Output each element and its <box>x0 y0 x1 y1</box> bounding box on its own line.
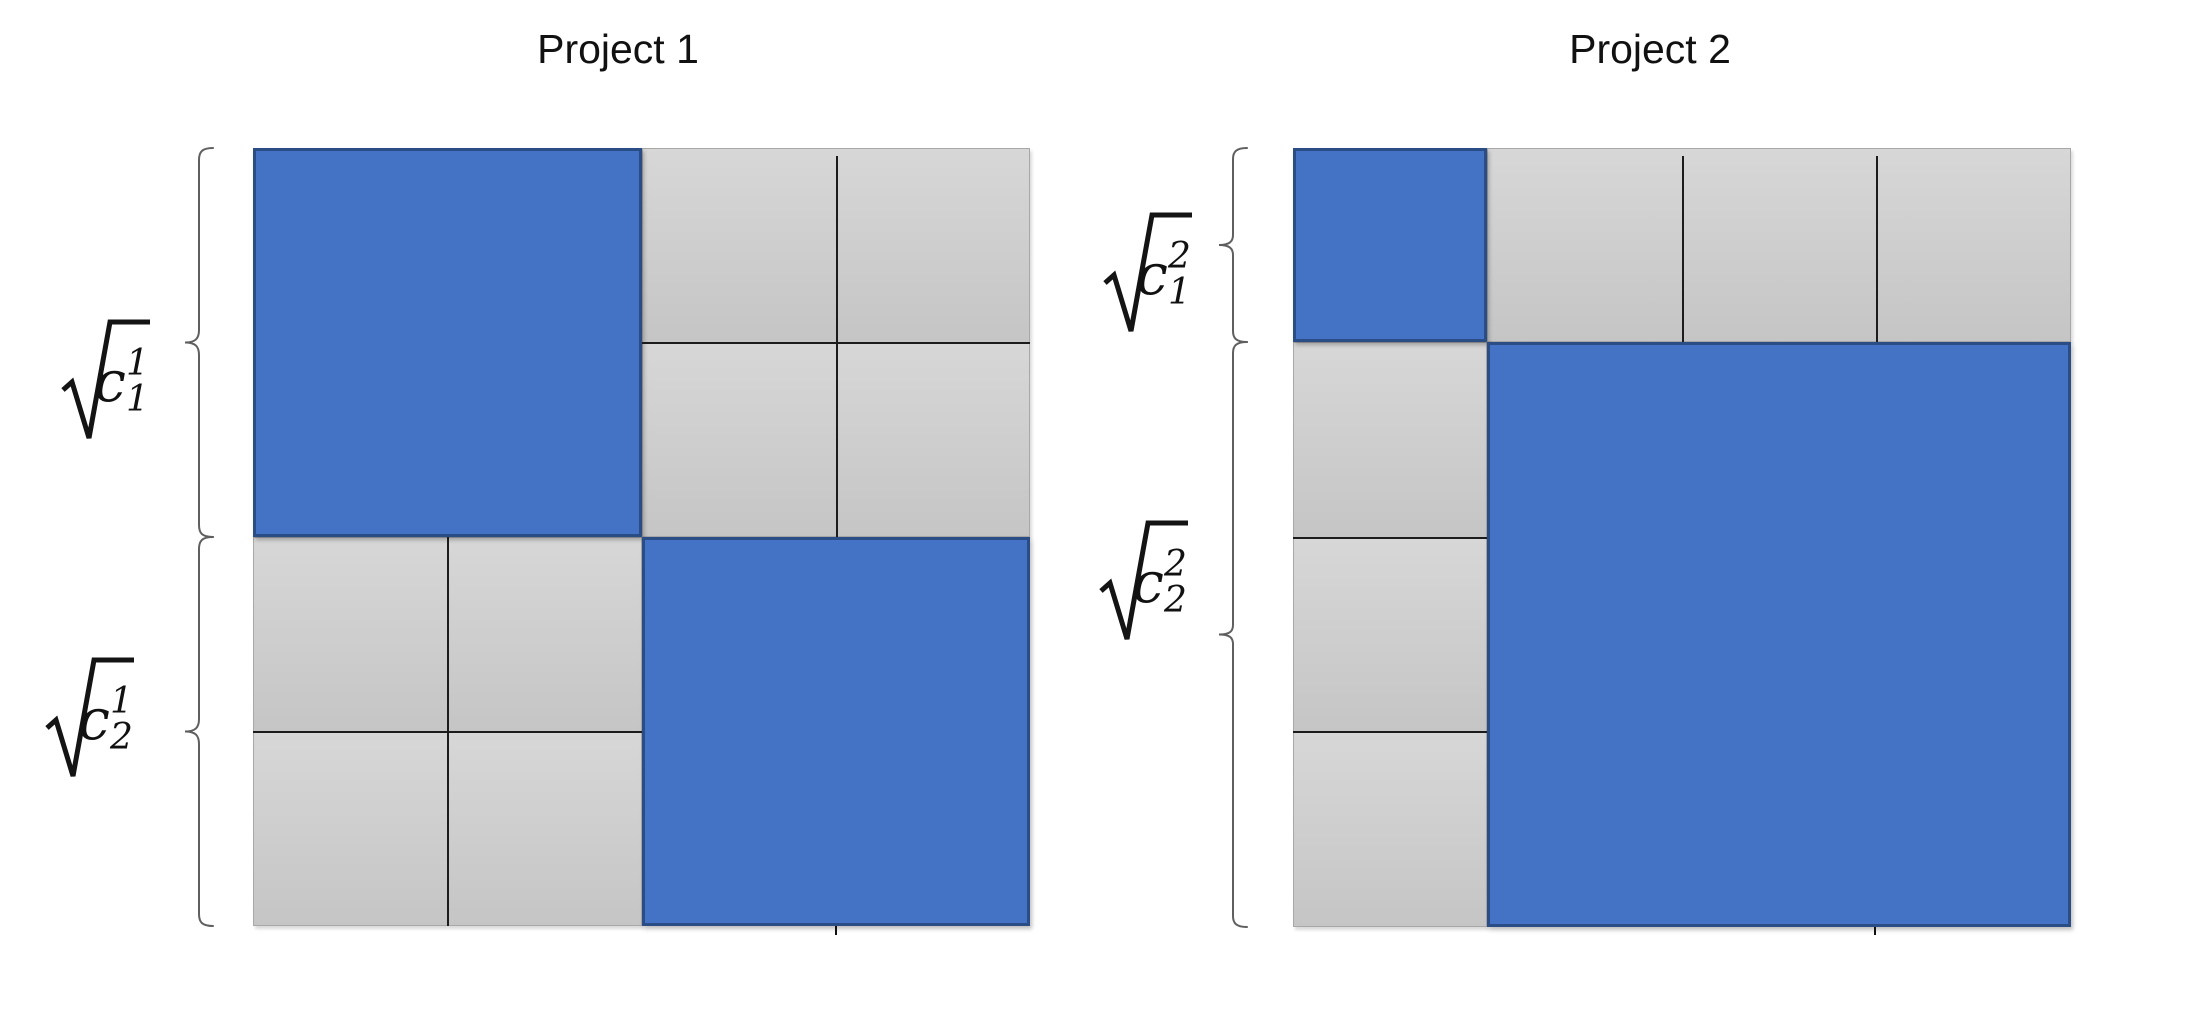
radical-icon <box>1103 212 1192 332</box>
grid-tick <box>835 926 837 935</box>
variable-scripts: 2 1 <box>1168 239 1191 311</box>
project2-title: Project 2 <box>1569 26 1731 72</box>
grid-divider <box>642 342 1030 344</box>
project2-row1-brace <box>1218 147 1248 343</box>
superscript: 1 <box>126 343 149 384</box>
variable-c: c <box>78 687 110 753</box>
grid-tick <box>1874 927 1876 935</box>
superscript: 1 <box>110 681 133 722</box>
radical-icon <box>45 657 134 777</box>
variable-c: c <box>1132 550 1164 616</box>
grid-divider <box>1293 731 1487 733</box>
project1-title: Project 1 <box>537 26 699 72</box>
grid-divider <box>1876 156 1878 342</box>
project2-gray-block-topright <box>1487 148 2071 342</box>
project1-blue-block-bottomright <box>642 537 1030 926</box>
project1-row2-sqrt-label: c 1 2 <box>44 654 138 782</box>
grid-divider <box>1682 156 1684 342</box>
variable-scripts: 1 1 <box>126 346 149 418</box>
project2-blue-block-bottomright <box>1487 342 2071 927</box>
project2-row-braces <box>1218 147 1248 928</box>
project2-gray-block-bottomleft <box>1293 342 1487 927</box>
superscript: 2 <box>1164 544 1187 585</box>
subscript: 2 <box>1164 580 1187 621</box>
variable-c: c <box>94 349 126 415</box>
superscript: 2 <box>1168 236 1191 277</box>
project1-row-braces <box>184 147 214 927</box>
project2-blue-block-topleft <box>1293 148 1487 342</box>
radical-icon <box>61 319 150 439</box>
project2-row2-sqrt-label: c 2 2 <box>1098 517 1192 645</box>
subscript: 2 <box>110 717 133 758</box>
subscript: 1 <box>126 379 149 420</box>
project1-blue-block-topleft <box>253 148 642 537</box>
variable-scripts: 1 2 <box>110 684 133 756</box>
grid-divider <box>253 731 642 733</box>
grid-divider <box>1293 537 1487 539</box>
grid-divider <box>836 156 838 537</box>
variable-scripts: 2 2 <box>1164 547 1187 619</box>
variable-c: c <box>1136 242 1168 308</box>
project1-row2-brace <box>184 536 214 927</box>
subscript: 1 <box>1168 272 1191 313</box>
project1-row1-brace <box>184 147 214 538</box>
project2-row2-brace <box>1218 341 1248 928</box>
project2-row1-sqrt-label: c 2 1 <box>1102 209 1196 337</box>
radical-icon <box>1099 520 1188 640</box>
project1-row1-sqrt-label: c 1 1 <box>60 316 154 444</box>
